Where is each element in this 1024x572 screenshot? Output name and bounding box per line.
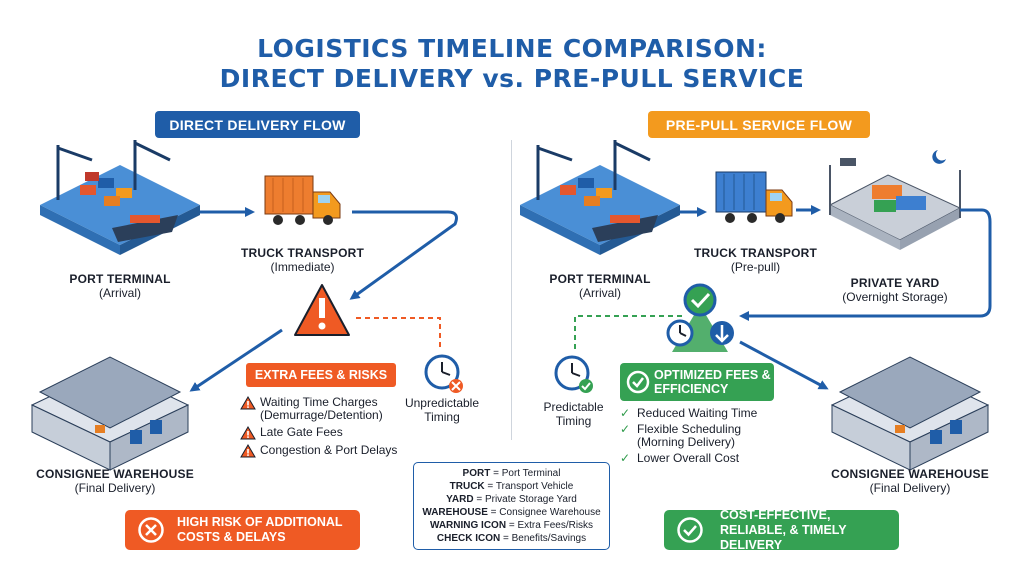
page-title-line2: DIRECT DELIVERY vs. PRE-PULL SERVICE bbox=[219, 64, 805, 93]
direct-outcome-text: HIGH RISK OF ADDITIONAL COSTS & DELAYS bbox=[177, 515, 343, 544]
direct-warehouse-name: CONSIGNEE WAREHOUSE bbox=[36, 467, 194, 481]
legend-row: TRUCK = Transport Vehicle bbox=[449, 481, 574, 492]
benefit-text: Flexible Scheduling (Morning Delivery) bbox=[637, 422, 742, 449]
prepull-warehouse-name: CONSIGNEE WAREHOUSE bbox=[831, 467, 989, 481]
check-icon: ✓ bbox=[620, 451, 631, 465]
predictable-timing-label: Predictable Timing bbox=[543, 400, 604, 428]
private-yard-name: PRIVATE YARD bbox=[850, 276, 940, 290]
optimized-fees-title: OPTIMIZED FEES & EFFICIENCY bbox=[654, 368, 771, 396]
direct-warehouse-label: CONSIGNEE WAREHOUSE (Final Delivery) bbox=[20, 467, 210, 495]
list-item: Late Gate Fees bbox=[240, 426, 415, 440]
legend-box: PORT = Port Terminal TRUCK = Transport V… bbox=[413, 462, 610, 550]
legend-row: WAREHOUSE = Consignee Warehouse bbox=[422, 507, 601, 518]
list-item: ✓ Flexible Scheduling (Morning Delivery) bbox=[620, 423, 780, 449]
list-item: ✓ Lower Overall Cost bbox=[620, 452, 780, 465]
direct-flow-header: DIRECT DELIVERY FLOW bbox=[155, 111, 360, 138]
prepull-outcome-box: COST-EFFECTIVE, RELIABLE, & TIMELY DELIV… bbox=[664, 507, 899, 552]
legend-value: Extra Fees/Risks bbox=[517, 520, 594, 531]
check-icon: ✓ bbox=[620, 406, 631, 420]
risk-text: Late Gate Fees bbox=[260, 425, 343, 439]
prepull-truck-label: TRUCK TRANSPORT (Pre-pull) bbox=[678, 246, 833, 274]
prepull-warehouse-label: CONSIGNEE WAREHOUSE (Final Delivery) bbox=[815, 467, 1005, 495]
warning-icon bbox=[294, 284, 350, 336]
benefit-list: ✓ Reduced Waiting Time ✓ Flexible Scheduli… bbox=[620, 407, 780, 468]
legend-value: Transport Vehicle bbox=[495, 481, 574, 492]
benefit-text: Reduced Waiting Time bbox=[637, 406, 758, 420]
prepull-warehouse-note: (Final Delivery) bbox=[869, 481, 951, 495]
list-item: ✓ Reduced Waiting Time bbox=[620, 407, 780, 420]
risk-text: Congestion & Port Delays bbox=[260, 443, 398, 457]
truck-icon bbox=[264, 175, 341, 225]
extra-fees-badge: EXTRA FEES & RISKS bbox=[246, 363, 396, 387]
legend-value: Port Terminal bbox=[501, 468, 561, 479]
port-terminal-icon-right bbox=[520, 140, 680, 255]
legend-key: PORT bbox=[462, 468, 491, 479]
prepull-outcome-text: COST-EFFECTIVE, RELIABLE, & TIMELY DELIV… bbox=[720, 507, 847, 552]
legend-value: Benefits/Savings bbox=[511, 533, 587, 544]
list-item: Congestion & Port Delays bbox=[240, 444, 415, 458]
direct-truck-note: (Immediate) bbox=[270, 260, 335, 274]
legend-row: PORT = Port Terminal bbox=[462, 468, 561, 479]
legend-key: CHECK ICON bbox=[436, 533, 501, 544]
private-yard-note: (Overnight Storage) bbox=[842, 290, 948, 304]
prepull-truck-name: TRUCK TRANSPORT bbox=[694, 246, 817, 260]
legend-key: TRUCK bbox=[449, 481, 485, 492]
legend-row: WARNING ICON = Extra Fees/Risks bbox=[429, 520, 594, 531]
prepull-port-name: PORT TERMINAL bbox=[549, 272, 651, 286]
clock-check-icon bbox=[554, 355, 593, 393]
direct-port-name: PORT TERMINAL bbox=[69, 272, 171, 286]
port-terminal-icon bbox=[40, 140, 200, 255]
benefit-text: Lower Overall Cost bbox=[637, 451, 740, 465]
prepull-flow-header: PRE-PULL SERVICE FLOW bbox=[648, 111, 870, 138]
private-yard-label: PRIVATE YARD (Overnight Storage) bbox=[815, 276, 975, 304]
legend-row: YARD = Private Storage Yard bbox=[446, 494, 577, 505]
page-title-line1: LOGISTICS TIMELINE COMPARISON: bbox=[257, 34, 767, 63]
check-icon: ✓ bbox=[620, 422, 631, 436]
direct-truck-name: TRUCK TRANSPORT bbox=[241, 246, 364, 260]
legend-value: Private Storage Yard bbox=[484, 494, 577, 505]
section-divider bbox=[511, 140, 512, 440]
clock-warning-icon bbox=[424, 354, 463, 393]
list-item: Waiting Time Charges (Demurrage/Detentio… bbox=[240, 396, 415, 422]
direct-outcome-box: HIGH RISK OF ADDITIONAL COSTS & DELAYS bbox=[125, 510, 360, 550]
risk-list: Waiting Time Charges (Demurrage/Detentio… bbox=[240, 396, 415, 462]
legend-key: WARNING ICON bbox=[429, 520, 507, 531]
truck-icon-right bbox=[715, 171, 793, 223]
direct-port-label: PORT TERMINAL (Arrival) bbox=[45, 272, 195, 300]
optimized-fees-badge: OPTIMIZED FEES & EFFICIENCY bbox=[620, 363, 774, 401]
warning-small-icon bbox=[240, 444, 256, 458]
risk-text: Waiting Time Charges (Demurrage/Detentio… bbox=[260, 395, 383, 422]
legend-key: WAREHOUSE bbox=[422, 507, 488, 518]
check-circle-icon bbox=[677, 517, 703, 543]
prepull-port-label: PORT TERMINAL (Arrival) bbox=[525, 272, 675, 300]
warning-small-icon bbox=[240, 396, 256, 410]
direct-warehouse-note: (Final Delivery) bbox=[74, 481, 156, 495]
check-cluster-icon bbox=[666, 283, 734, 352]
legend-key: YARD bbox=[446, 494, 474, 505]
private-yard-icon bbox=[828, 150, 962, 250]
prepull-truck-note: (Pre-pull) bbox=[730, 260, 781, 274]
warning-small-icon bbox=[240, 426, 256, 440]
warehouse-icon bbox=[30, 356, 190, 471]
check-circle-icon bbox=[626, 370, 650, 394]
direct-truck-label: TRUCK TRANSPORT (Immediate) bbox=[225, 246, 380, 274]
prepull-port-note: (Arrival) bbox=[579, 286, 621, 300]
direct-port-note: (Arrival) bbox=[99, 286, 141, 300]
legend-value: Consignee Warehouse bbox=[499, 507, 601, 518]
x-circle-icon bbox=[138, 517, 164, 543]
unpredictable-timing-label: Unpredictable Timing bbox=[404, 396, 480, 424]
legend-row: CHECK ICON = Benefits/Savings bbox=[436, 533, 587, 544]
warehouse-icon-right bbox=[830, 356, 990, 471]
